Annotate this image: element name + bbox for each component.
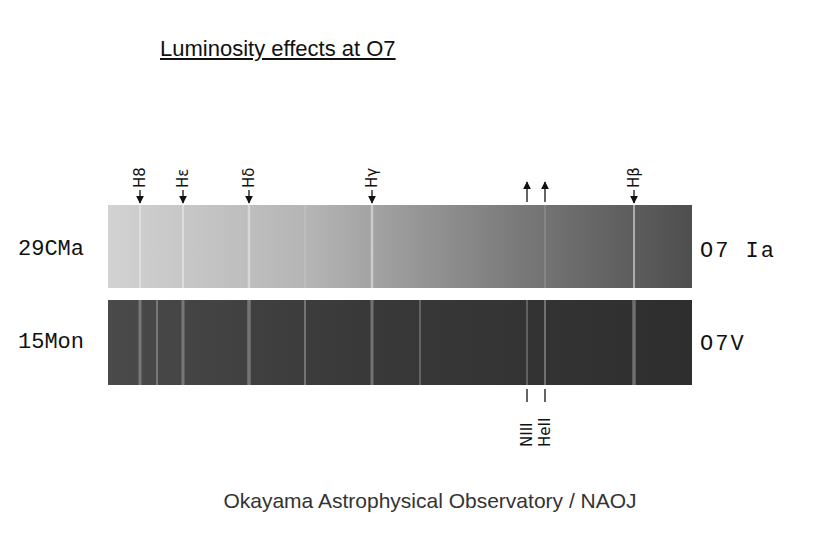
line-label: Hε xyxy=(176,169,191,188)
line-label: H8 xyxy=(133,167,148,188)
diagram-title: Luminosity effects at O7 xyxy=(160,38,396,60)
spectral-type: O7 Ia xyxy=(700,241,776,263)
line-label: NIII xyxy=(520,423,535,448)
line-label: Hγ xyxy=(365,168,380,188)
line-label: Hδ xyxy=(242,168,257,188)
line-markers xyxy=(140,182,634,402)
star-name: 15Mon xyxy=(18,332,84,354)
line-label: HeII xyxy=(538,418,553,447)
star-name: 29CMa xyxy=(18,239,84,261)
spectral-type: O7V xyxy=(700,334,746,356)
line-label: Hβ xyxy=(627,167,642,188)
top-spectrum xyxy=(108,205,692,288)
bottom-spectrum xyxy=(108,300,692,385)
credit-caption: Okayama Astrophysical Observatory / NAOJ xyxy=(223,490,636,511)
